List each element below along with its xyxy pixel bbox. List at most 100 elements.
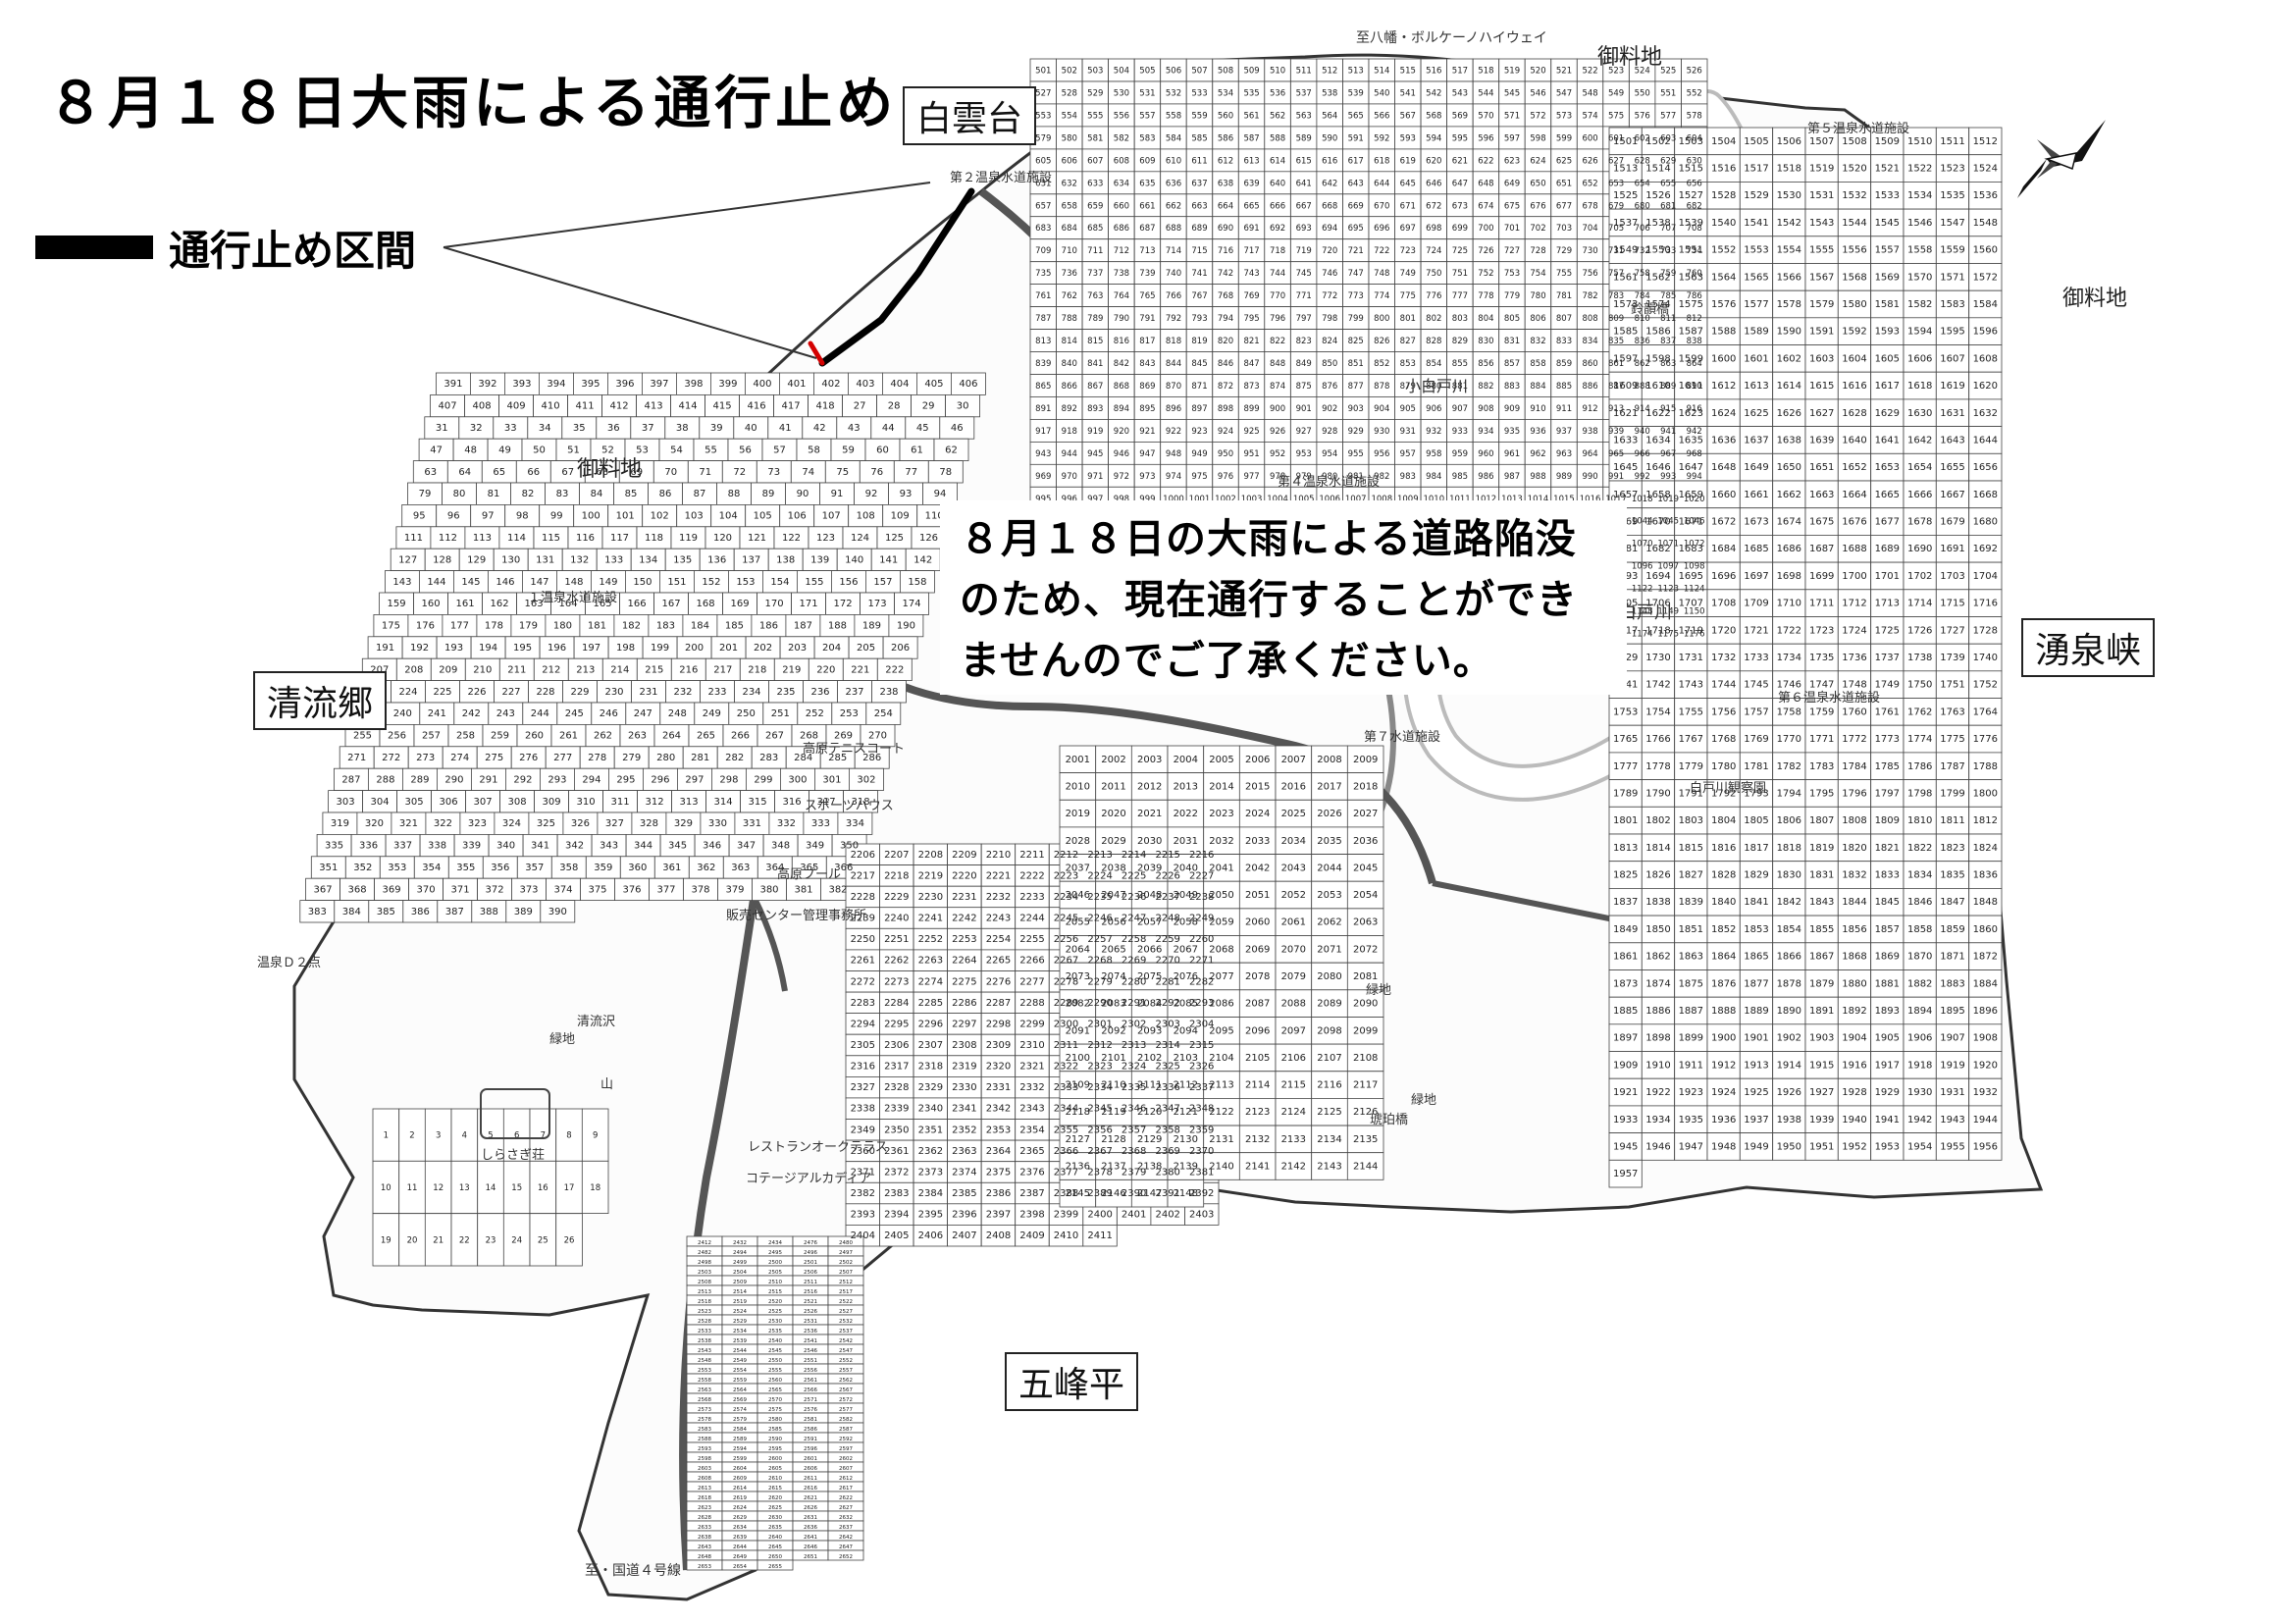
lot-number: 231 [639, 687, 657, 698]
lot-number: 537 [1296, 88, 1312, 98]
lot-number: 1680 [1973, 517, 1998, 528]
lot-number: 1627 [1809, 408, 1834, 419]
lot-number: 1710 [1777, 599, 1801, 609]
road-to-hachiman: 至八幡・ボルケーノハイウェイ [1356, 30, 1547, 46]
lot-number: 684 [1062, 224, 1077, 234]
lot-number: 516 [1426, 67, 1441, 77]
lot-number: 650 [1530, 179, 1545, 188]
lot-number: 906 [1426, 404, 1441, 414]
lot-number: 693 [1296, 224, 1312, 234]
lot-number: 1595 [1940, 327, 1964, 338]
lot-number: 193 [444, 643, 463, 654]
lot-number: 2103 [1174, 1053, 1198, 1064]
lot-number: 1519 [1809, 164, 1834, 175]
lot-number: 2406 [918, 1230, 943, 1241]
lot-number: 2086 [1209, 999, 1233, 1010]
lot-number: 1557 [1875, 245, 1900, 256]
lot-number: 2007 [1281, 755, 1306, 765]
lot-number: 40 [745, 423, 757, 434]
lot-number: 826 [1374, 337, 1389, 346]
lot-number: 903 [1348, 404, 1364, 414]
lot-number: 716 [1218, 246, 1233, 256]
lot-number: 702 [1530, 224, 1545, 234]
lot-number: 343 [600, 841, 618, 852]
lot-number: 1941 [1875, 1115, 1900, 1126]
lot-number: 2525 [768, 1309, 782, 1315]
lot-number: 928 [1322, 427, 1337, 437]
lot-number: 134 [639, 554, 657, 565]
lot-number: 2369 [1155, 1146, 1179, 1157]
lot-number: 1509 [1875, 136, 1900, 147]
lot-number: 2596 [804, 1446, 817, 1452]
lot-number: 528 [1062, 88, 1077, 98]
lot-number: 59 [842, 445, 855, 455]
lot-number: 539 [1348, 88, 1364, 98]
lot-number: 2327 [851, 1082, 875, 1093]
lot-number: 606 [1062, 156, 1077, 166]
lot-number: 813 [1035, 337, 1051, 346]
lot-number: 1952 [1842, 1142, 1866, 1153]
lot-number: 1617 [1875, 381, 1900, 392]
lot-number: 849 [1296, 359, 1312, 369]
lot-number: 14 [486, 1183, 496, 1193]
lot-number: 1587 [1679, 327, 1703, 338]
lot-number: 531 [1139, 88, 1155, 98]
lot-number: 805 [1504, 314, 1520, 324]
lot-number: 582 [1114, 133, 1129, 143]
lot-number: 2564 [733, 1387, 747, 1393]
lot-number: 340 [496, 841, 515, 852]
lot-number: 615 [1296, 156, 1312, 166]
lot-number: 2616 [804, 1486, 817, 1492]
lot-number: 767 [1191, 291, 1207, 301]
lot-number: 690 [1218, 224, 1233, 234]
lot-number: 850 [1322, 359, 1337, 369]
lot-number: 2328 [884, 1082, 909, 1093]
lot-number: 710 [1062, 246, 1077, 256]
lot-number: 1654 [1907, 462, 1932, 473]
lot-number: 667 [1296, 201, 1312, 211]
lot-number: 1639 [1809, 436, 1834, 446]
lot-number: 2075 [1137, 971, 1162, 982]
lot-number: 819 [1191, 337, 1207, 346]
lot-number: 518 [1478, 67, 1493, 77]
lot-number: 1586 [1645, 327, 1670, 338]
lot-number: 973 [1139, 472, 1155, 482]
lot-number: 2220 [952, 870, 976, 881]
lot-number: 1578 [1777, 299, 1801, 310]
lot-number: 260 [525, 731, 544, 742]
lot-number: 1850 [1645, 924, 1670, 935]
lot-number: 2572 [839, 1397, 853, 1403]
lot-number: 288 [376, 774, 394, 785]
lot-number: 833 [1556, 337, 1572, 346]
lot-number: 824 [1322, 337, 1337, 346]
lot-number: 2098 [1317, 1025, 1341, 1036]
lot-number: 2066 [1137, 944, 1162, 955]
lot-number: 547 [1556, 88, 1572, 98]
lot-number: 172 [834, 599, 853, 609]
lot-number: 2222 [1019, 870, 1044, 881]
lot-number: 274 [450, 753, 469, 763]
lot-number: 2580 [768, 1417, 782, 1423]
lot-number: 13 [459, 1183, 470, 1193]
lot-number: 1761 [1875, 707, 1900, 717]
lot-number: 2232 [986, 892, 1011, 903]
lot-number: 2148 [1174, 1188, 1198, 1199]
lot-number: 2353 [986, 1125, 1011, 1135]
lot-number: 937 [1556, 427, 1572, 437]
lot-number: 1829 [1744, 870, 1768, 881]
lot-number: 835 [1608, 337, 1624, 346]
lot-number: 768 [1218, 291, 1233, 301]
lot-number: 279 [622, 753, 641, 763]
lot-number: 214 [610, 664, 629, 675]
goryochi-north: 御料地 [1597, 45, 1663, 70]
lot-number: 688 [1166, 224, 1181, 234]
lot-number: 814 [1062, 337, 1077, 346]
lot-number: 728 [1530, 246, 1545, 256]
lot-number: 367 [314, 884, 333, 895]
lot-number: 301 [822, 774, 841, 785]
lot-number: 208 [404, 664, 423, 675]
lot-number: 1872 [1973, 952, 1998, 963]
lot-number: 2076 [1174, 971, 1198, 982]
lot-number: 1763 [1940, 707, 1964, 717]
lot-number: 1674 [1777, 517, 1801, 528]
